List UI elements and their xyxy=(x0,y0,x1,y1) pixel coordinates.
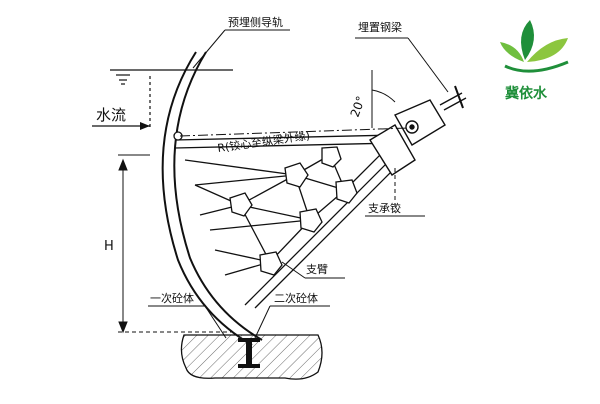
joint-node xyxy=(229,192,253,217)
steel-beam-leader xyxy=(407,37,449,93)
support-arm-leader xyxy=(281,261,306,279)
gate-skin-plate xyxy=(161,51,263,346)
guide-rail-label: 预埋侧导轨 xyxy=(228,15,283,29)
brand-logo: 冀依水 xyxy=(500,20,569,102)
secondary-concrete-label: 二次砼体 xyxy=(274,291,318,305)
logo-leaf-icon xyxy=(527,38,568,62)
water-surface xyxy=(110,69,233,130)
joint-node xyxy=(284,162,309,188)
angle-indicator xyxy=(371,70,396,128)
support-arm-truss xyxy=(174,134,406,309)
water-flow-label: 水流 xyxy=(96,106,126,124)
water-flow-arrow xyxy=(92,122,150,130)
primary-concrete-label: 一次砼体 xyxy=(150,291,194,305)
secondary-concrete-leader xyxy=(254,305,271,339)
radius-line xyxy=(179,127,409,137)
radius-label: R(铰心至纵梁外缘) xyxy=(216,128,310,155)
logo-text: 冀依水 xyxy=(505,85,548,102)
support-hinge-label: 支承铰 xyxy=(368,201,401,215)
joint-node xyxy=(321,146,342,168)
guide-rail-leader xyxy=(192,29,226,69)
logo-leaf-icon xyxy=(521,20,534,60)
support-hinge-assembly xyxy=(369,85,467,176)
steel-beam-label: 埋置钢梁 xyxy=(358,20,402,34)
concrete-foundation xyxy=(180,334,323,380)
joint-node xyxy=(335,179,358,204)
joint-node xyxy=(299,208,323,233)
height-label: H xyxy=(104,239,114,254)
truss-joints xyxy=(229,146,358,276)
logo-swoosh xyxy=(504,60,569,73)
joint-node xyxy=(259,251,283,276)
support-arm-label: 支臂 xyxy=(306,263,328,276)
height-dimension xyxy=(118,154,232,334)
primary-concrete-leader xyxy=(204,305,227,339)
logo-leaf-icon xyxy=(500,42,524,62)
angle-label: 20° xyxy=(348,94,368,119)
